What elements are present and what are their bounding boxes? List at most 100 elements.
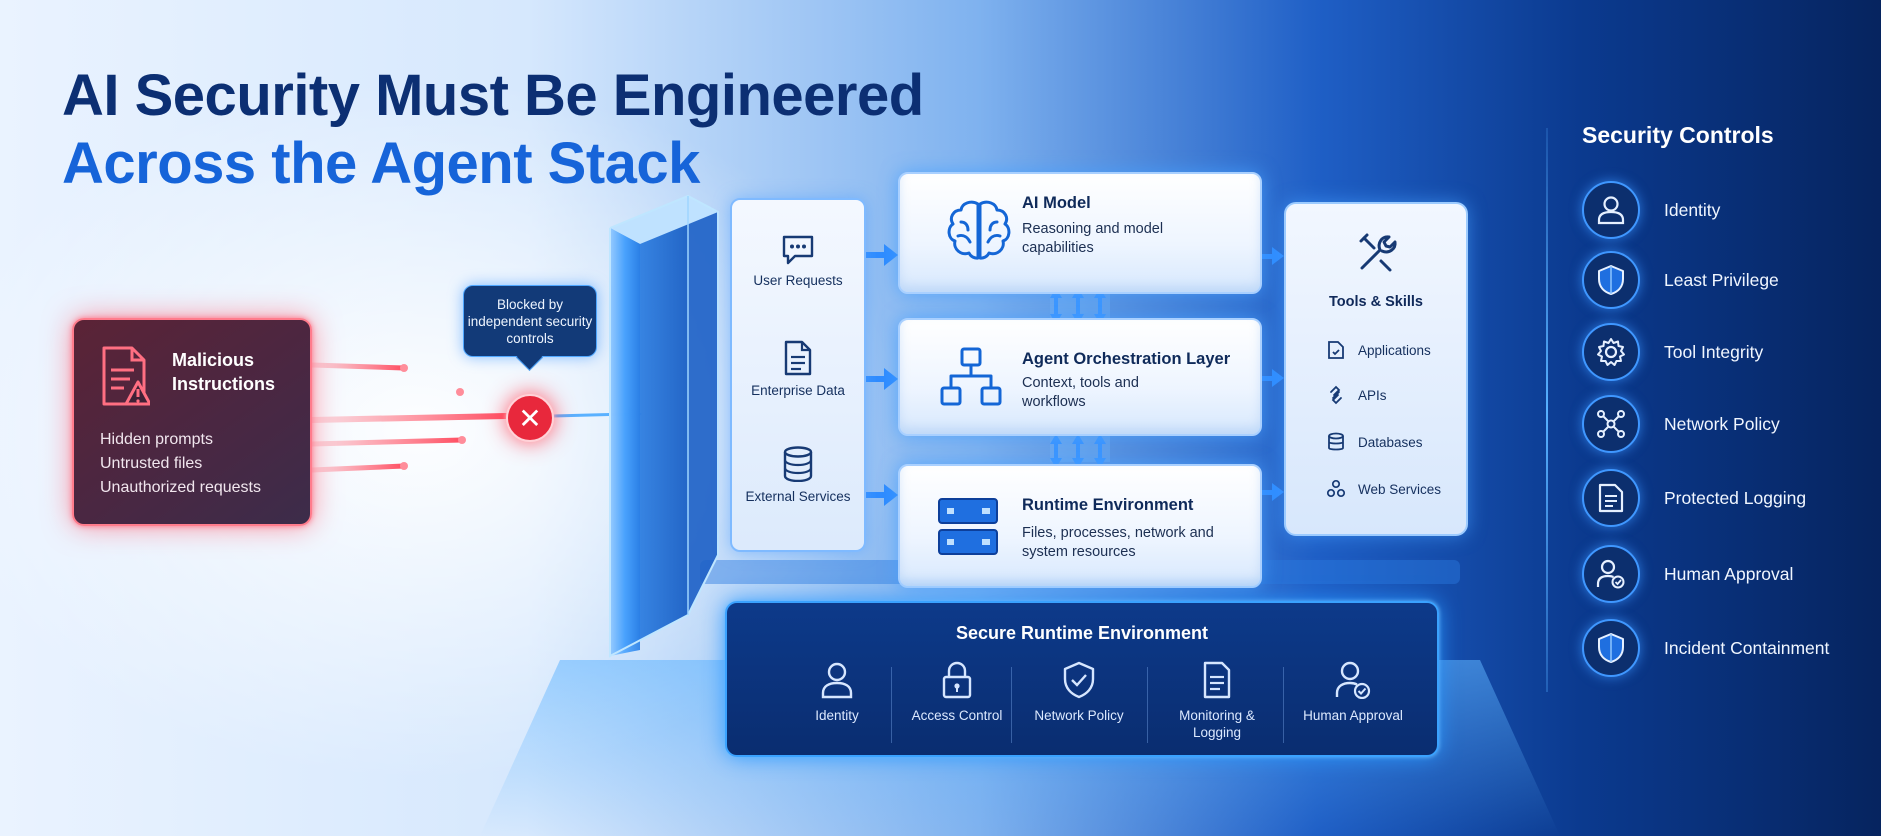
tools-title: Tools & Skills — [1328, 294, 1423, 310]
secure-item-human-approval: Human Approval — [1293, 661, 1413, 724]
network-icon — [1597, 410, 1625, 438]
divider — [1011, 667, 1012, 743]
secure-item-access-control: Access Control — [897, 661, 1017, 724]
inputs-panel: User Requests Enterprise Data External S… — [730, 198, 866, 552]
secure-item-monitoring-logging: Monitoring & Logging — [1157, 661, 1277, 741]
database-icon — [1328, 432, 1344, 451]
page-title: AI Security Must Be Engineered Across th… — [62, 62, 924, 198]
control-label: Network Policy — [1664, 413, 1780, 434]
control-tool-integrity: Tool Integrity — [1582, 322, 1763, 382]
control-protected-logging: Protected Logging — [1582, 468, 1806, 528]
input-label: External Services — [745, 489, 851, 504]
layer-connectors — [1050, 288, 1110, 468]
control-identity: Identity — [1582, 180, 1720, 240]
blocked-callout: Blocked by independent security controls — [463, 285, 597, 357]
api-icon — [1330, 385, 1342, 405]
user-check-icon — [1335, 661, 1371, 699]
malicious-item: Untrusted files — [100, 455, 203, 472]
input-arrows — [862, 244, 898, 506]
malicious-heading: Malicious Instructions — [172, 350, 276, 394]
tools-item-applications: Applications — [1326, 339, 1431, 361]
layer-title: Agent Orchestration Layer — [1022, 350, 1231, 368]
malicious-item: Unauthorized requests — [100, 479, 261, 496]
tools-item-apis: APIs — [1326, 384, 1387, 406]
secure-item-label: Monitoring & Logging — [1179, 708, 1255, 740]
log-icon — [1598, 483, 1624, 513]
tools-item-databases: Databases — [1326, 431, 1423, 453]
lock-icon — [942, 661, 972, 699]
blocked-x-icon: ✕ — [506, 394, 554, 442]
log-icon — [1203, 661, 1231, 699]
divider — [1283, 667, 1284, 743]
user-check-icon — [1596, 559, 1625, 589]
tools-icon — [1359, 233, 1397, 272]
tools-item-label: Applications — [1358, 342, 1431, 358]
malicious-file-icon — [102, 346, 150, 406]
controls-divider-line — [1546, 128, 1548, 692]
server-icon — [938, 498, 998, 555]
control-incident-containment: Incident Containment — [1582, 618, 1829, 678]
secure-item-label: Access Control — [911, 708, 1003, 723]
user-icon — [1597, 196, 1625, 225]
secure-item-label: Identity — [815, 708, 859, 723]
malicious-beams — [309, 362, 509, 473]
user-icon — [821, 662, 853, 699]
control-network-policy: Network Policy — [1582, 394, 1780, 454]
control-label: Human Approval — [1664, 563, 1794, 584]
layer-subtitle: Files, processes, network and system res… — [1022, 525, 1214, 560]
tools-item-label: APIs — [1358, 387, 1387, 403]
control-label: Tool Integrity — [1664, 341, 1764, 362]
layer-title: Runtime Environment — [1022, 496, 1194, 514]
tools-item-web-services: Web Services — [1326, 478, 1441, 500]
brain-icon — [947, 200, 1011, 260]
control-icon-badge — [1582, 251, 1640, 309]
control-icon-badge — [1582, 395, 1640, 453]
tools-item-label: Databases — [1358, 434, 1423, 450]
control-icon-badge — [1582, 469, 1640, 527]
layer-title: AI Model — [1022, 194, 1091, 212]
malicious-item: Hidden prompts — [100, 431, 213, 448]
layer-agent-orchestration: Agent Orchestration Layer Context, tools… — [898, 318, 1262, 436]
input-label: Enterprise Data — [751, 383, 845, 398]
shield-check-icon — [1598, 265, 1624, 295]
input-label: User Requests — [753, 273, 843, 288]
tools-item-label: Web Services — [1358, 481, 1442, 497]
input-enterprise-data: Enterprise Data — [732, 340, 864, 399]
web-services-icon — [1326, 479, 1346, 498]
secure-runtime-title: Secure Runtime Environment — [955, 623, 1209, 643]
gear-icon — [1597, 338, 1625, 366]
control-icon-badge — [1582, 619, 1640, 677]
secure-item-label: Network Policy — [1034, 708, 1124, 723]
input-user-requests: User Requests — [732, 234, 864, 289]
control-human-approval: Human Approval — [1582, 544, 1793, 604]
secure-runtime-panel: Secure Runtime Environment Identity Acce… — [725, 601, 1439, 757]
divider — [891, 667, 892, 743]
control-label: Incident Containment — [1664, 637, 1830, 658]
malicious-list: Hidden prompts Untrusted files Unauthori… — [100, 428, 261, 500]
document-icon — [784, 340, 812, 376]
security-wall — [609, 194, 719, 658]
secure-item-identity: Identity — [777, 661, 897, 724]
title-line-2: Across the Agent Stack — [62, 131, 700, 196]
layer-subtitle: Context, tools and workflows — [1022, 375, 1139, 410]
control-least-privilege: Least Privilege — [1582, 250, 1779, 310]
layer-subtitle: Reasoning and model capabilities — [1022, 221, 1164, 256]
tools-skills-panel: Tools & Skills Applications APIs Databas… — [1284, 202, 1468, 536]
malicious-instructions-card: Malicious Instructions Hidden prompts Un… — [72, 318, 312, 526]
shield-icon — [1063, 661, 1095, 699]
secure-item-label: Human Approval — [1303, 708, 1403, 723]
shield-icon — [1598, 633, 1624, 663]
application-icon — [1328, 341, 1344, 359]
layer-runtime-environment: Runtime Environment Files, processes, ne… — [898, 464, 1262, 588]
tools-arrows — [1258, 247, 1284, 501]
database-icon — [783, 446, 813, 482]
secure-item-network-policy: Network Policy — [1019, 661, 1139, 724]
layer-ai-model: AI Model Reasoning and model capabilitie… — [898, 172, 1262, 294]
security-controls-title: Security Controls — [1582, 122, 1774, 148]
control-label: Identity — [1664, 199, 1721, 220]
control-icon-badge — [1582, 545, 1640, 603]
control-label: Least Privilege — [1664, 269, 1779, 290]
chat-icon — [782, 235, 814, 265]
workflow-icon — [940, 347, 1002, 406]
